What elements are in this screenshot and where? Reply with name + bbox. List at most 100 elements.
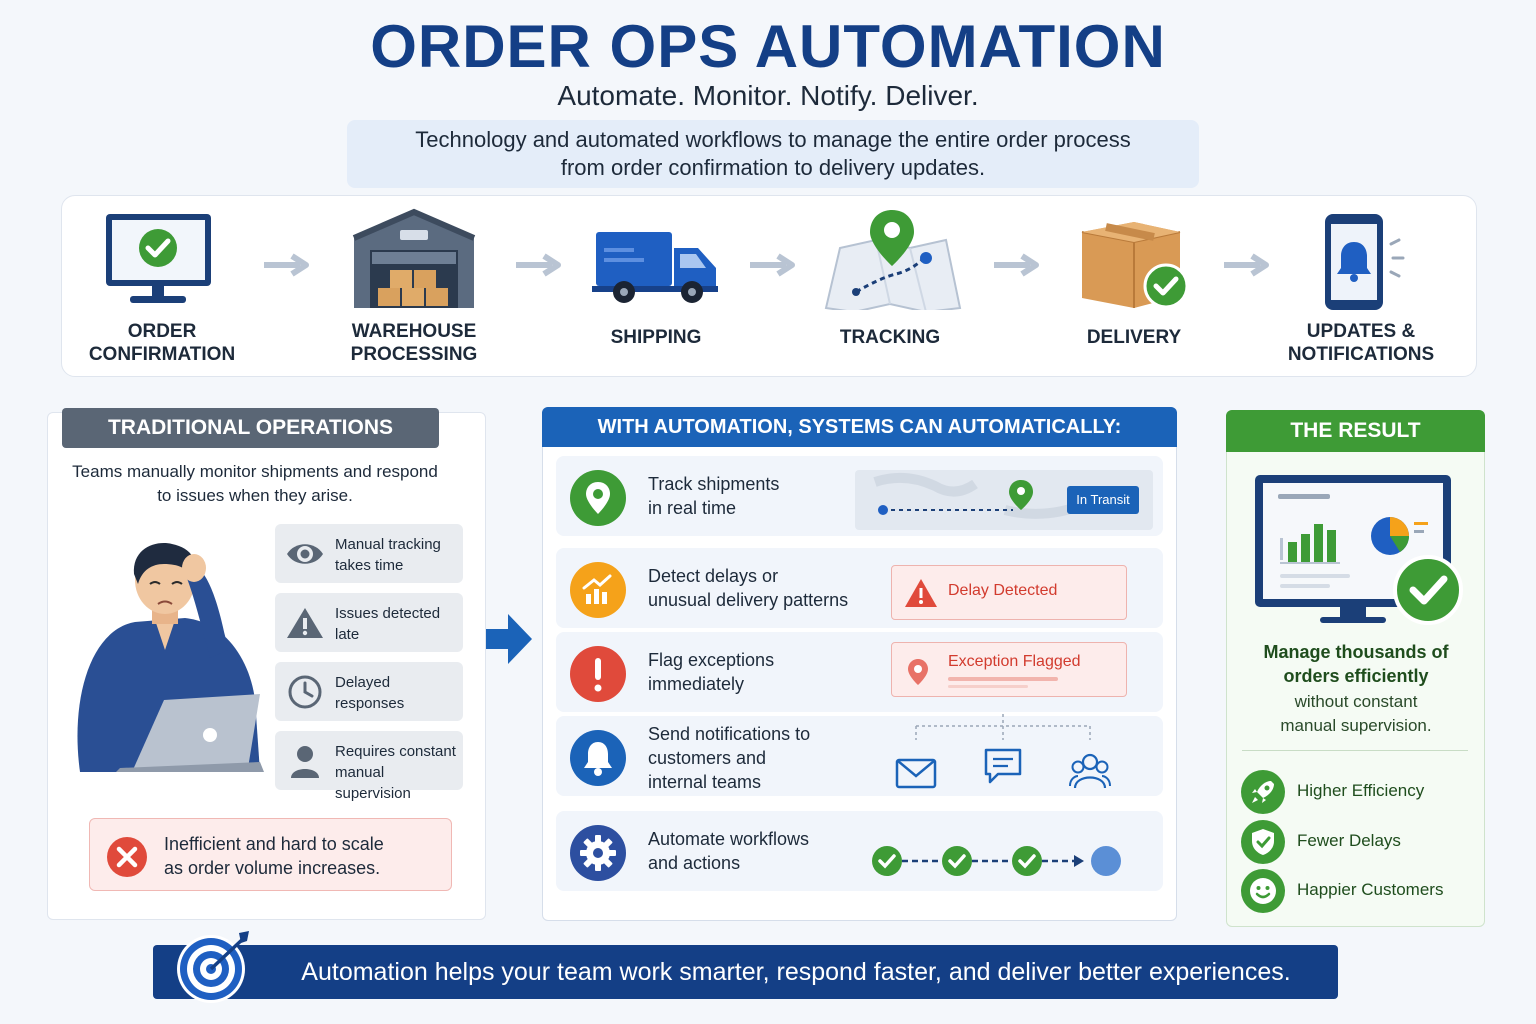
issue-text: late: [335, 626, 360, 643]
step-delivery: DELIVERY: [1034, 196, 1234, 378]
divider: [1242, 750, 1468, 751]
issue-text: responses: [335, 695, 405, 712]
footer-banner: [153, 945, 1338, 999]
result-sub-line: manual supervision.: [1280, 716, 1432, 735]
delay-detected-alert: Delay Detected: [891, 565, 1127, 620]
traditional-description: Teams manually monitor shipments and res…: [60, 460, 450, 508]
warning-icon: [287, 608, 323, 638]
result-heading: THE RESULT: [1226, 410, 1485, 452]
traditional-heading: TRADITIONAL OPERATIONS: [62, 408, 439, 448]
progress-line: [948, 677, 1058, 681]
person-icon: [291, 746, 319, 778]
warehouse-icon: [352, 208, 476, 308]
pin-icon: [908, 659, 928, 685]
step-order-confirmation: ORDER CONFIRMATION: [62, 196, 262, 378]
route-graphic: [873, 472, 1087, 519]
automation-text: and actions: [648, 853, 741, 873]
stressed-person-illustration: [77, 543, 264, 772]
result-main-line: orders efficiently: [1283, 666, 1429, 686]
result-main-text: Manage thousands of orders efficiently: [1236, 640, 1476, 688]
location-icon: [570, 470, 626, 526]
result-sub-text: without constant manual supervision.: [1236, 690, 1476, 738]
automation-text: internal teams: [648, 772, 762, 792]
automation-text: Automate workflows: [648, 829, 810, 849]
benefit-fewer-delays: Fewer Delays: [1240, 819, 1480, 865]
monitor-check-icon: [106, 214, 211, 303]
team-icon: [1069, 753, 1111, 789]
traditional-description-line: to issues when they arise.: [157, 486, 353, 505]
arrow-right-icon: [1224, 253, 1269, 277]
arrow-right-icon: [516, 253, 561, 277]
automation-text: unusual delivery patterns: [648, 590, 849, 610]
workflow-steps: [872, 846, 1121, 876]
chat-icon: [984, 748, 1022, 784]
check-circle-icon: [1393, 555, 1463, 625]
alert-icon: [570, 646, 626, 702]
issue-text: Requires constant: [335, 743, 456, 760]
issue-text: Issues detected: [335, 605, 441, 622]
issue-manual-supervision: Requires constant manual supervision: [275, 731, 463, 802]
notification-channels: [895, 714, 1111, 789]
benefit-text: Happier Customers: [1297, 880, 1444, 899]
progress-line: [948, 685, 1028, 688]
clock-icon: [288, 675, 322, 709]
exception-flagged-text: Exception Flagged: [948, 653, 1081, 670]
issue-text: takes time: [335, 557, 404, 574]
smile-icon: [1241, 869, 1285, 913]
step-label: NOTIFICATIONS: [1287, 344, 1435, 365]
bell-icon: [570, 730, 626, 786]
check-circle-icon: [872, 846, 902, 876]
exception-flagged-alert: Exception Flagged: [891, 642, 1127, 697]
issue-manual-tracking: Manual tracking takes time: [275, 524, 463, 583]
check-circle-icon: [1012, 846, 1042, 876]
package-check-icon: [1081, 222, 1189, 309]
intro-box: Technology and automated workflows to ma…: [347, 120, 1199, 188]
result-sub-line: without constant: [1294, 692, 1418, 711]
automation-text: customers and: [648, 748, 767, 768]
benefit-higher-efficiency: Higher Efficiency: [1240, 769, 1480, 815]
gear-icon: [570, 825, 626, 881]
automation-text: in real time: [648, 498, 737, 518]
issue-text: manual supervision: [335, 764, 411, 802]
traditional-description-line: Teams manually monitor shipments and res…: [72, 462, 438, 481]
step-shipping: SHIPPING: [556, 196, 756, 378]
automation-row-workflows: Automate workflows and actions: [556, 811, 1163, 891]
intro-line-2: from order confirmation to delivery upda…: [560, 155, 986, 180]
automation-text: Detect delays or: [648, 566, 779, 586]
map-pin-icon: [824, 210, 962, 310]
dashboard-monitor-icon: [1255, 475, 1463, 625]
email-icon: [895, 758, 937, 789]
tagline: Automate. Monitor. Notify. Deliver.: [557, 80, 979, 111]
truck-icon: [592, 232, 718, 303]
arrow-right-icon: [994, 253, 1039, 277]
benefit-text: Fewer Delays: [1297, 831, 1401, 850]
automation-row-notify: Send notifications to customers and inte…: [556, 716, 1163, 796]
step-label: PROCESSING: [350, 344, 478, 365]
eye-icon: [287, 544, 323, 564]
chart-icon: [570, 562, 626, 618]
pending-step-icon: [1091, 846, 1121, 876]
footer-text: Automation helps your team work smarter,…: [301, 958, 1291, 986]
benefit-happier-customers: Happier Customers: [1240, 868, 1480, 914]
inefficiency-warning: Inefficient and hard to scale as order v…: [89, 818, 452, 891]
automation-text: Flag exceptions: [648, 650, 775, 670]
step-label: DELIVERY: [1086, 327, 1182, 348]
page-title: ORDER OPS AUTOMATION: [370, 13, 1166, 80]
automation-text: Track shipments: [648, 474, 780, 494]
big-arrow-right-icon: [486, 614, 532, 664]
in-transit-badge: In Transit: [1067, 486, 1139, 514]
automation-text: immediately: [648, 674, 745, 694]
x-circle-icon: [107, 837, 147, 877]
target-icon: [177, 931, 249, 1003]
arrow-right-icon: [264, 253, 309, 277]
check-circle-icon: [942, 846, 972, 876]
shield-check-icon: [1241, 820, 1285, 864]
step-label: ORDER: [127, 321, 197, 342]
automation-text: Send notifications to: [648, 724, 811, 744]
intro-line-1: Technology and automated workflows to ma…: [415, 127, 1131, 152]
issue-detected-late: Issues detected late: [275, 593, 463, 652]
arrow-right-icon: [750, 253, 795, 277]
step-label: CONFIRMATION: [88, 344, 236, 365]
step-updates-notifications: UPDATES & NOTIFICATIONS: [1261, 196, 1461, 378]
automation-heading: WITH AUTOMATION, SYSTEMS CAN AUTOMATICAL…: [542, 407, 1177, 447]
